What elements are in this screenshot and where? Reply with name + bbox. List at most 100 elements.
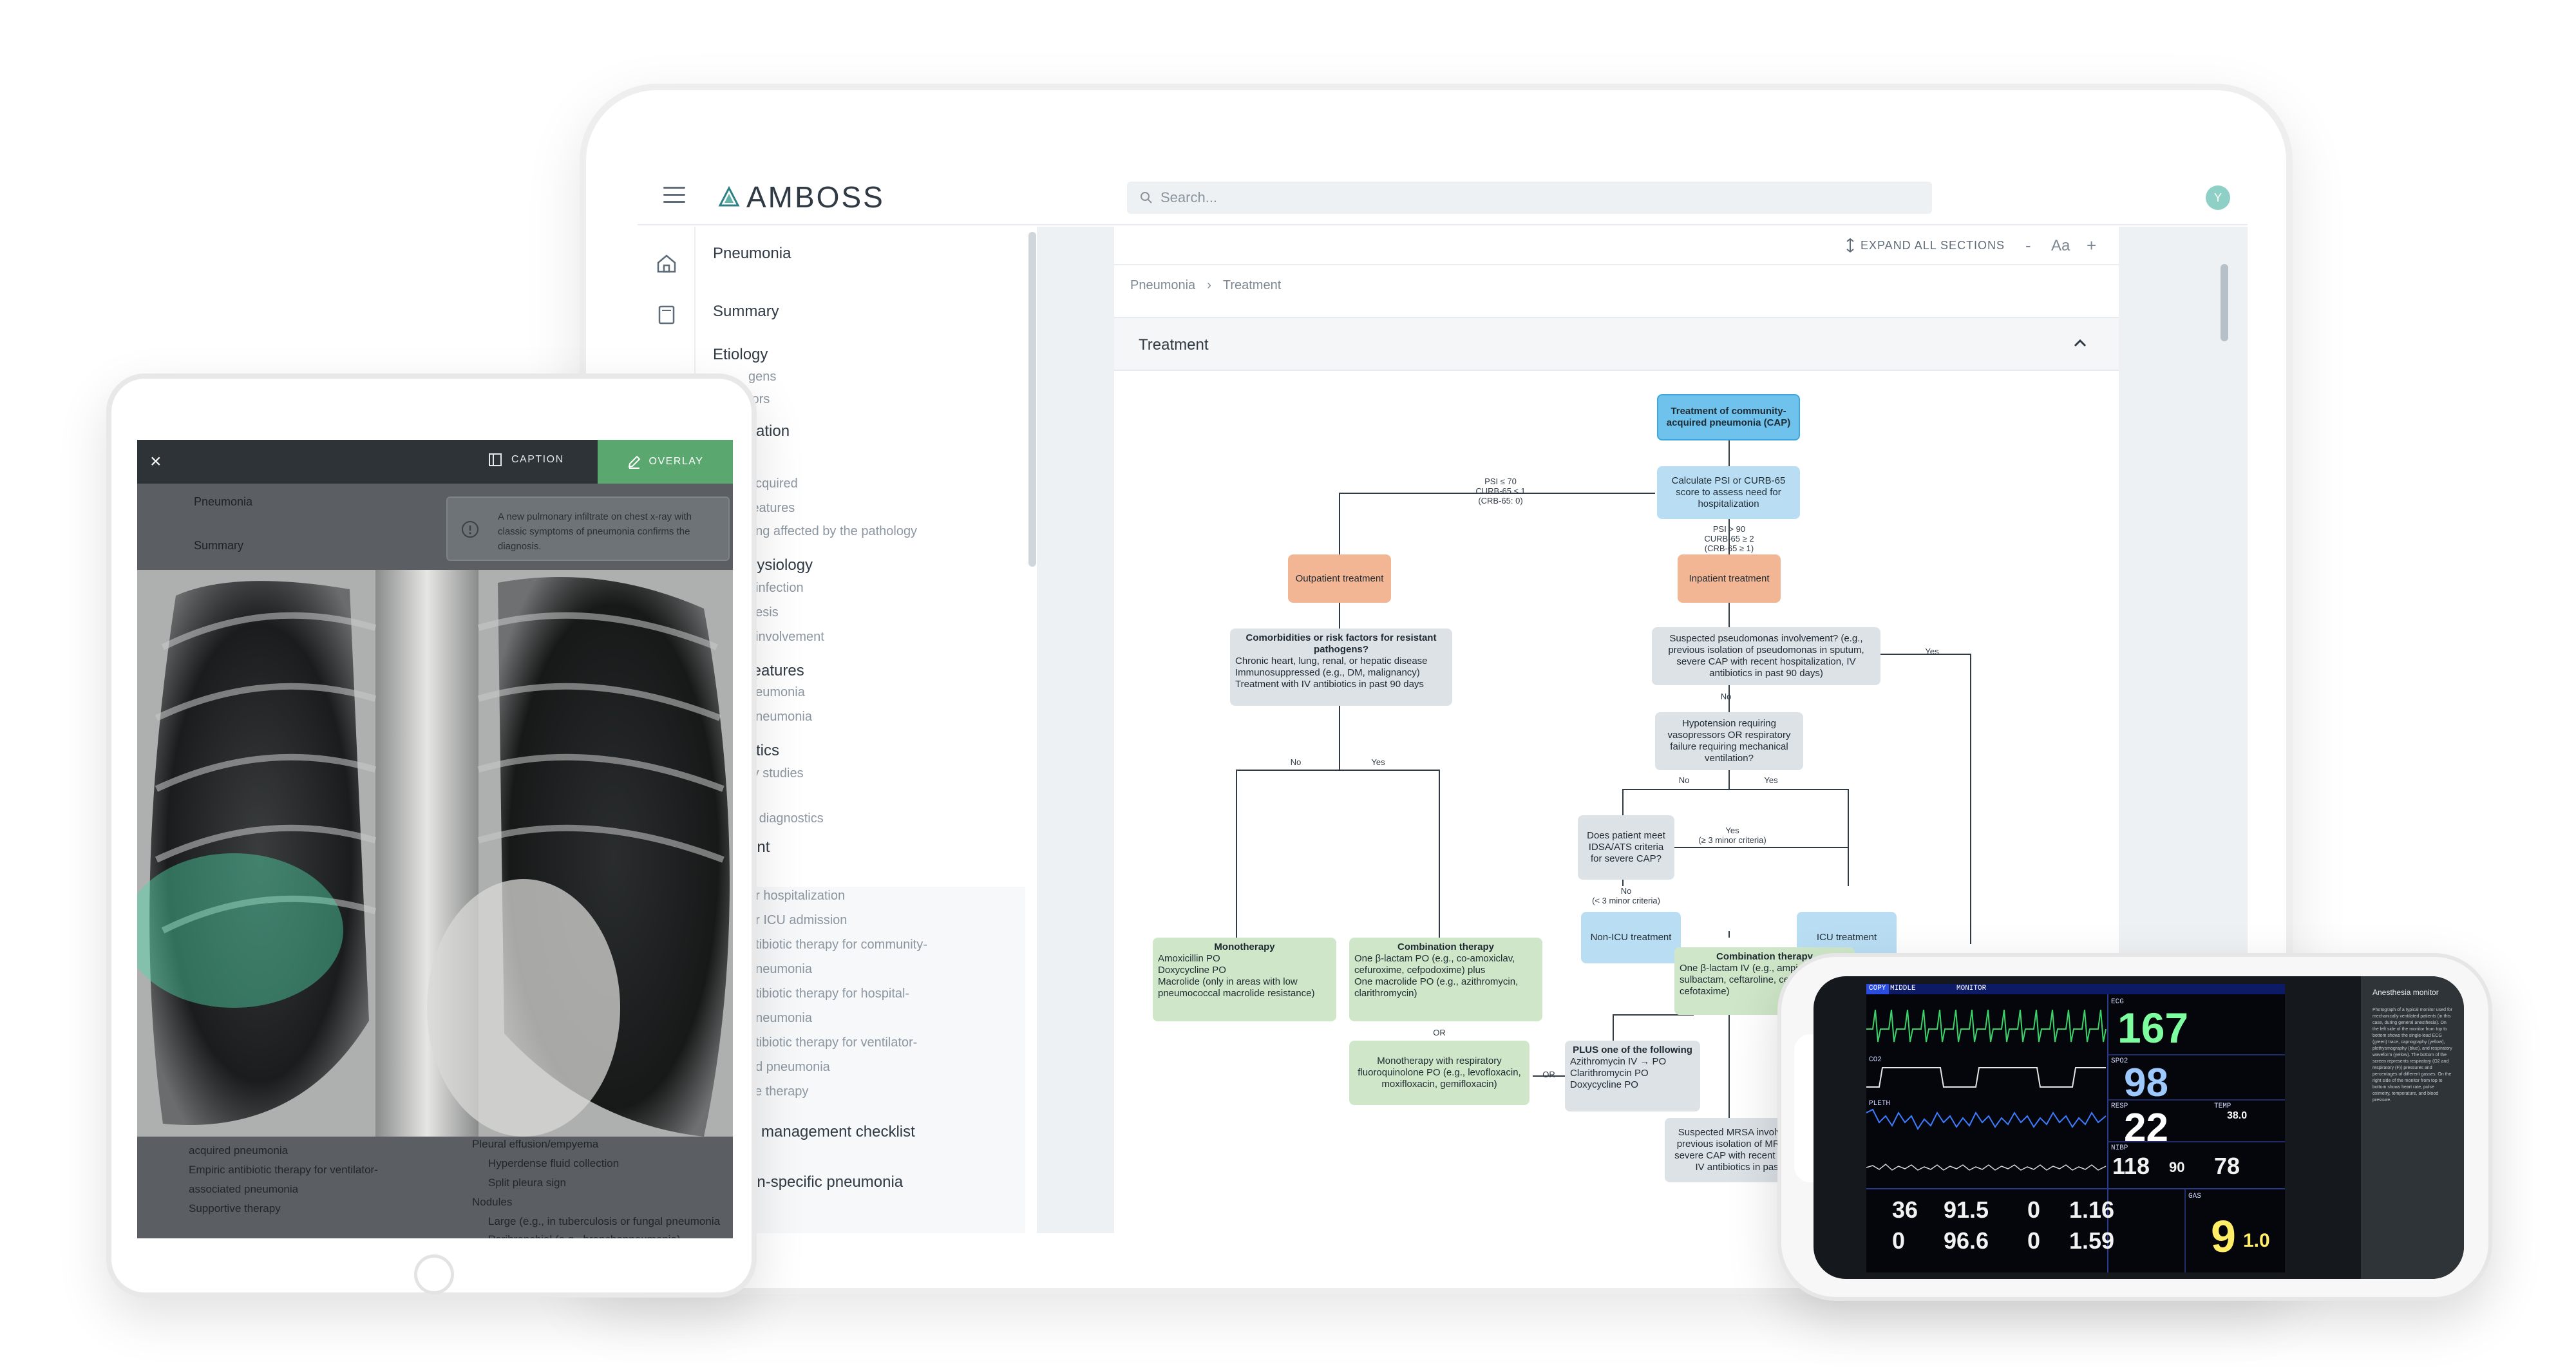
toc-item[interactable]: en-specific pneumonia [748,1173,904,1191]
flow-label-yes: Yes [1925,647,1939,656]
toc-item[interactable]: gens [748,370,777,384]
expand-all-label: EXPAND ALL SECTIONS [1861,238,2005,252]
flow-combination-node: Combination therapy One β-lactam PO (e.g… [1349,938,1542,1021]
toc-item[interactable]: ntibiotic therapy for ventilator- [748,1035,918,1050]
toc-item[interactable]: acquired [748,477,798,491]
flow-comorbidities-title: Comorbidities or risk factors for resist… [1245,632,1437,655]
caption-button[interactable]: CAPTION [488,453,564,467]
toc-item[interactable]: ry studies [748,766,804,780]
flow-comorbidities-node: Comorbidities or risk factors for resist… [1230,629,1452,706]
dim-text: Pleural effusion/empyema [472,1138,599,1150]
toc-item[interactable]: pneumonia [748,962,812,976]
overlay-button[interactable]: OVERLAY [598,440,733,484]
toc-item[interactable]: f involvement [748,630,824,644]
flow-idsa-node: Does patient meet IDSA/ATS criteria for … [1578,815,1674,880]
toc-scrollbar[interactable] [1028,232,1036,567]
flow-label-no: No [1720,692,1732,701]
flow-label-no-minor: No (< 3 minor criteria) [1592,886,1660,905]
monitor-gas-value: 91.5 [1944,1196,1989,1223]
chest-xray-image[interactable] [137,570,733,1137]
monitor-gas-value: 0 [2027,1227,2041,1254]
flow-label-no: No [1678,775,1690,785]
toc-item[interactable]: features [748,662,804,679]
toc-item[interactable]: ve therapy [748,1084,809,1099]
caption-body: Photograph of a typical monitor used for… [2372,1008,2453,1102]
flow-monotherapy-node: Monotherapy Amoxicillin PO Doxycycline P… [1153,938,1336,1021]
flow-plus-item: Clarithromycin PO [1570,1068,1649,1079]
monitor-label-co2: CO2 [1869,1056,1882,1064]
search-icon [1141,192,1152,203]
toc-item[interactable]: hysiology [748,556,813,574]
xray-illustration [137,570,733,1137]
monitor-mac-small: 1.0 [2243,1230,2270,1251]
flow-comorbidities-item: Treatment with IV antibiotics in past 90… [1235,679,1424,690]
toc-item[interactable]: neumonia [748,685,805,699]
flow-combination-inpatient-title: Combination therapy [1716,951,1813,962]
monitor-heart-rate: 167 [2117,1004,2189,1052]
avatar[interactable]: Y [2206,185,2230,210]
info-icon [462,521,478,538]
monitor-temp: 38.0 [2227,1110,2248,1121]
toc-item[interactable]: pneumonia [748,1011,812,1025]
caption-icon [489,453,502,466]
breadcrumb-item[interactable]: Treatment [1222,278,1282,292]
home-icon[interactable] [656,252,677,274]
phone-screen: COPY MIDDLE MONITOR CO2 PLETH ECG SPO2 R… [1814,976,2464,1279]
dim-text: Large (e.g., in tuberculosis or fungal p… [488,1215,721,1227]
caption-panel: Anesthesia monitor Photograph of a typic… [2361,976,2464,1279]
dim-text: Hyperdense fluid collection [488,1157,620,1169]
monitor-resp-rate: 22 [2124,1106,2168,1150]
toc-item[interactable]: Etiology [713,346,768,363]
toc-item[interactable]: ntibiotic therapy for community- [748,938,927,952]
monitor-label-gas: GAS [2188,1193,2201,1200]
toc-item[interactable]: Summary [713,303,779,320]
toc-item[interactable]: or hospitalization [748,889,846,903]
flow-inpatient-node: Inpatient treatment [1678,554,1781,603]
close-icon[interactable]: × [150,451,162,472]
toc-item[interactable]: ed pneumonia [748,1060,830,1074]
flowchart-connectors [1236,440,1971,1118]
toc-item[interactable]: f infection [748,581,804,595]
breadcrumb-item[interactable]: Pneumonia [1130,278,1196,292]
tablet-home-button[interactable] [414,1254,454,1294]
article-toolbar: EXPAND ALL SECTIONS - Aa + [1114,227,2119,265]
dim-text: Empiric antibiotic therapy for ventilato… [189,1164,378,1176]
menu-icon[interactable] [663,187,685,203]
content-scrollbar[interactable] [2221,264,2228,341]
brand-logo[interactable]: AMBOSS [718,179,885,215]
toc-item[interactable]: d diagnostics [748,811,824,826]
dim-text: Supportive therapy [189,1202,281,1215]
monitor-gas-value: 0 [2027,1196,2041,1223]
monitor-spo2: 98 [2124,1061,2168,1105]
flow-label-psi-high: PSI > 90 CURB-65 ≥ 2 (CRB-65 ≥ 1) [1704,524,1754,553]
toc-item[interactable]: e management checklist [748,1123,915,1140]
monitor-bp-sys: 118 [2112,1153,2150,1179]
flow-start-node: Treatment of community-acquired pneumoni… [1657,394,1800,440]
chevron-up-icon[interactable] [2070,334,2090,353]
anesthesia-monitor-image[interactable]: COPY MIDDLE MONITOR CO2 PLETH ECG SPO2 R… [1866,984,2285,1272]
overlay-label: OVERLAY [649,456,704,467]
toc-item[interactable]: ung affected by the pathology [748,524,918,538]
monitor-label-temp: TEMP [2214,1102,2231,1110]
font-increase-button[interactable]: + [2087,236,2097,255]
flow-combination-title: Combination therapy [1397,941,1494,952]
flow-calc-node: Calculate PSI or CURB-65 score to assess… [1657,466,1800,519]
section-header[interactable]: Treatment [1114,317,2119,371]
expand-all-button[interactable]: EXPAND ALL SECTIONS [1845,238,2005,252]
monitor-gas-value: 96.6 [1944,1227,1989,1254]
font-decrease-button[interactable]: - [2025,236,2031,255]
toc-item[interactable]: features [748,501,795,515]
book-icon[interactable] [656,304,677,326]
monitor-label-mon: MONITOR [1956,985,1987,992]
app-header: AMBOSS Search... Y [638,167,2248,225]
flow-label-yes: Yes [1371,757,1385,767]
toc-item[interactable]: or ICU admission [748,913,848,927]
search-input[interactable]: Search... [1127,182,1932,214]
toc-item[interactable]: ntibiotic therapy for hospital- [748,987,910,1001]
pencil-icon [628,455,640,469]
phone-device: COPY MIDDLE MONITOR CO2 PLETH ECG SPO2 R… [1777,953,2492,1301]
toc-title[interactable]: Pneumonia [713,245,791,262]
monitor-waveforms [1866,984,2285,1272]
flow-non-icu-node: Non-ICU treatment [1581,912,1681,963]
toc-item[interactable]: pneumonia [748,710,812,724]
